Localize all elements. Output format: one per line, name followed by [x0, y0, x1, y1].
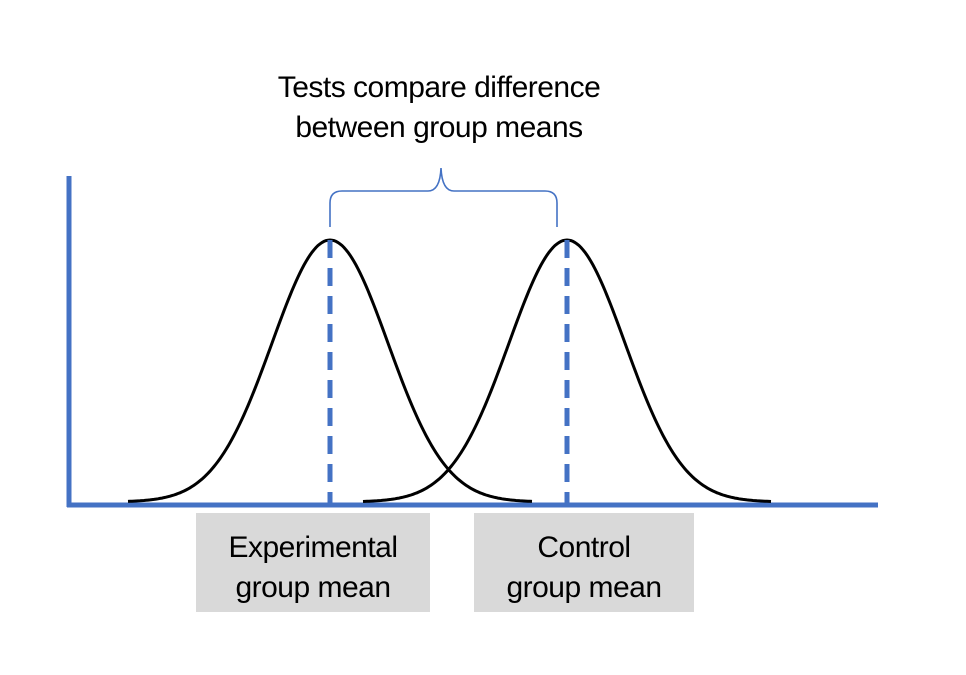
experimental-label-line-2: group mean [235, 571, 391, 604]
diagram-caption: Tests compare difference between group m… [219, 68, 659, 148]
control-mean-label: Control group mean [474, 513, 694, 612]
experimental-mean-label: Experimental group mean [196, 513, 430, 612]
difference-bracket [329, 167, 558, 227]
caption-line-2: between group means [295, 111, 583, 144]
control-label-line-1: Control [537, 531, 631, 564]
control-label-line-2: group mean [506, 571, 662, 604]
caption-line-1: Tests compare difference [277, 71, 601, 104]
experimental-label-line-1: Experimental [228, 531, 398, 564]
